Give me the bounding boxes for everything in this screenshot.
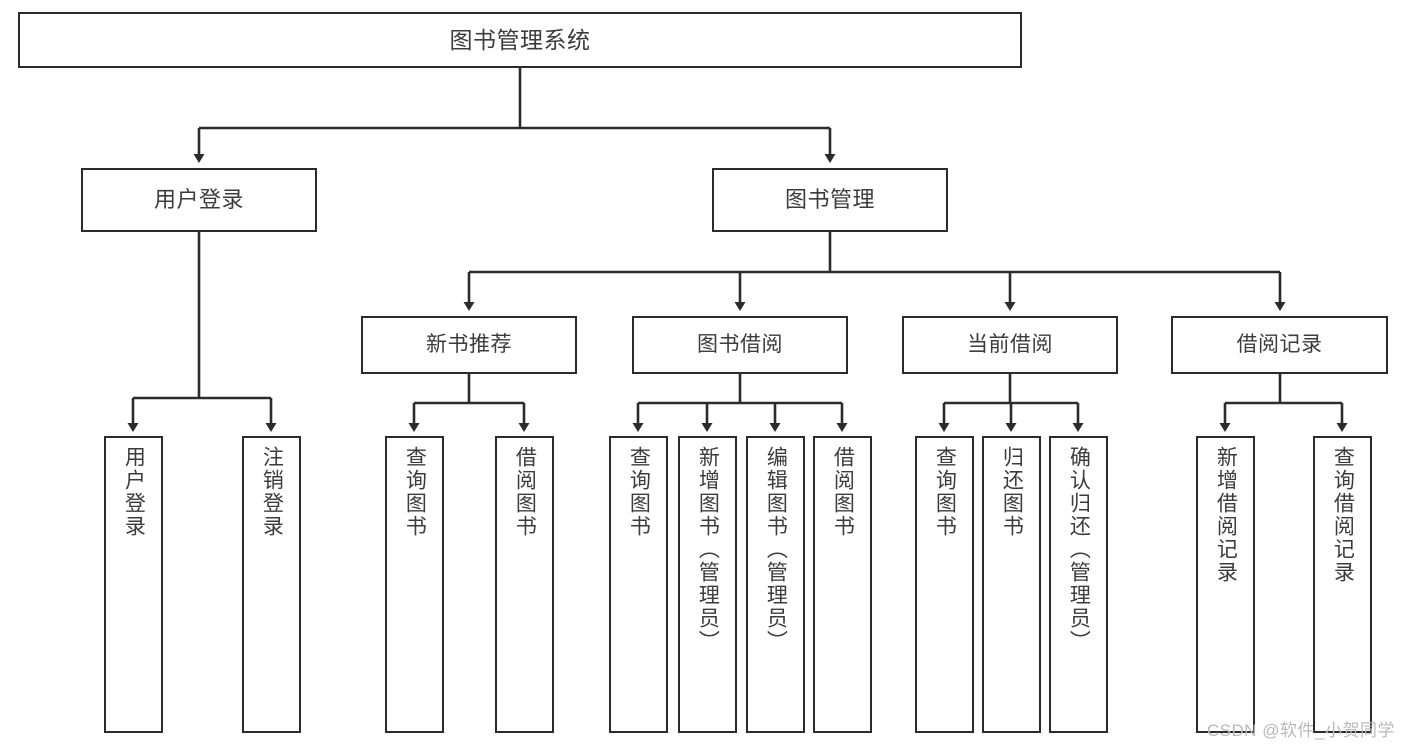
node-user-login[interactable]: 用户登录 [81,168,317,232]
node-leaf-query-book-3[interactable]: 查询图书 [915,436,974,733]
node-user-login-label: 用户登录 [153,187,244,213]
node-current-borrow[interactable]: 当前借阅 [902,316,1118,374]
node-new-book-recommend[interactable]: 新书推荐 [361,316,577,374]
node-leaf-borrow-book-1[interactable]: 借阅图书 [495,436,554,733]
node-leaf-query-record-label: 查询借阅记录 [1331,446,1355,584]
node-borrow-record[interactable]: 借阅记录 [1171,316,1388,374]
node-leaf-borrow-book-2[interactable]: 借阅图书 [813,436,872,733]
node-leaf-edit-book[interactable]: 编辑图书（管理员） [746,436,805,733]
node-new-book-recommend-label: 新书推荐 [426,332,512,356]
node-leaf-return-book-label: 归还图书 [1000,446,1024,538]
node-leaf-logout-login-label: 注销登录 [260,446,284,538]
node-leaf-confirm-return[interactable]: 确认归还（管理员） [1049,436,1108,733]
node-leaf-user-login[interactable]: 用户登录 [104,436,163,733]
node-leaf-add-book-label: 新增图书（管理员） [696,446,720,653]
node-leaf-add-record-label: 新增借阅记录 [1214,446,1238,584]
node-leaf-return-book[interactable]: 归还图书 [982,436,1041,733]
node-leaf-borrow-book-2-label: 借阅图书 [831,446,855,538]
node-leaf-query-book-2-label: 查询图书 [627,446,651,538]
node-leaf-query-book-1-label: 查询图书 [403,446,427,538]
node-book-manage-label: 图书管理 [784,187,875,213]
node-borrow-record-label: 借阅记录 [1236,332,1323,356]
node-leaf-borrow-book-1-label: 借阅图书 [513,446,537,538]
node-leaf-logout-login[interactable]: 注销登录 [242,436,301,733]
node-book-borrow-label: 图书借阅 [697,332,783,356]
node-leaf-confirm-return-label: 确认归还（管理员） [1067,446,1091,653]
node-book-borrow[interactable]: 图书借阅 [632,316,848,374]
node-current-borrow-label: 当前借阅 [967,332,1053,356]
node-root[interactable]: 图书管理系统 [18,12,1022,68]
node-leaf-user-login-label: 用户登录 [122,446,146,538]
node-leaf-add-record[interactable]: 新增借阅记录 [1196,436,1255,733]
node-leaf-query-record[interactable]: 查询借阅记录 [1313,436,1372,733]
node-leaf-query-book-1[interactable]: 查询图书 [385,436,444,733]
node-leaf-edit-book-label: 编辑图书（管理员） [764,446,788,653]
node-leaf-add-book[interactable]: 新增图书（管理员） [678,436,737,733]
watermark-text: CSDN @软件_小贺同学 [1206,721,1395,740]
node-leaf-query-book-2[interactable]: 查询图书 [609,436,668,733]
node-book-manage[interactable]: 图书管理 [712,168,948,232]
node-root-label: 图书管理系统 [449,26,591,53]
node-leaf-query-book-3-label: 查询图书 [933,446,957,538]
